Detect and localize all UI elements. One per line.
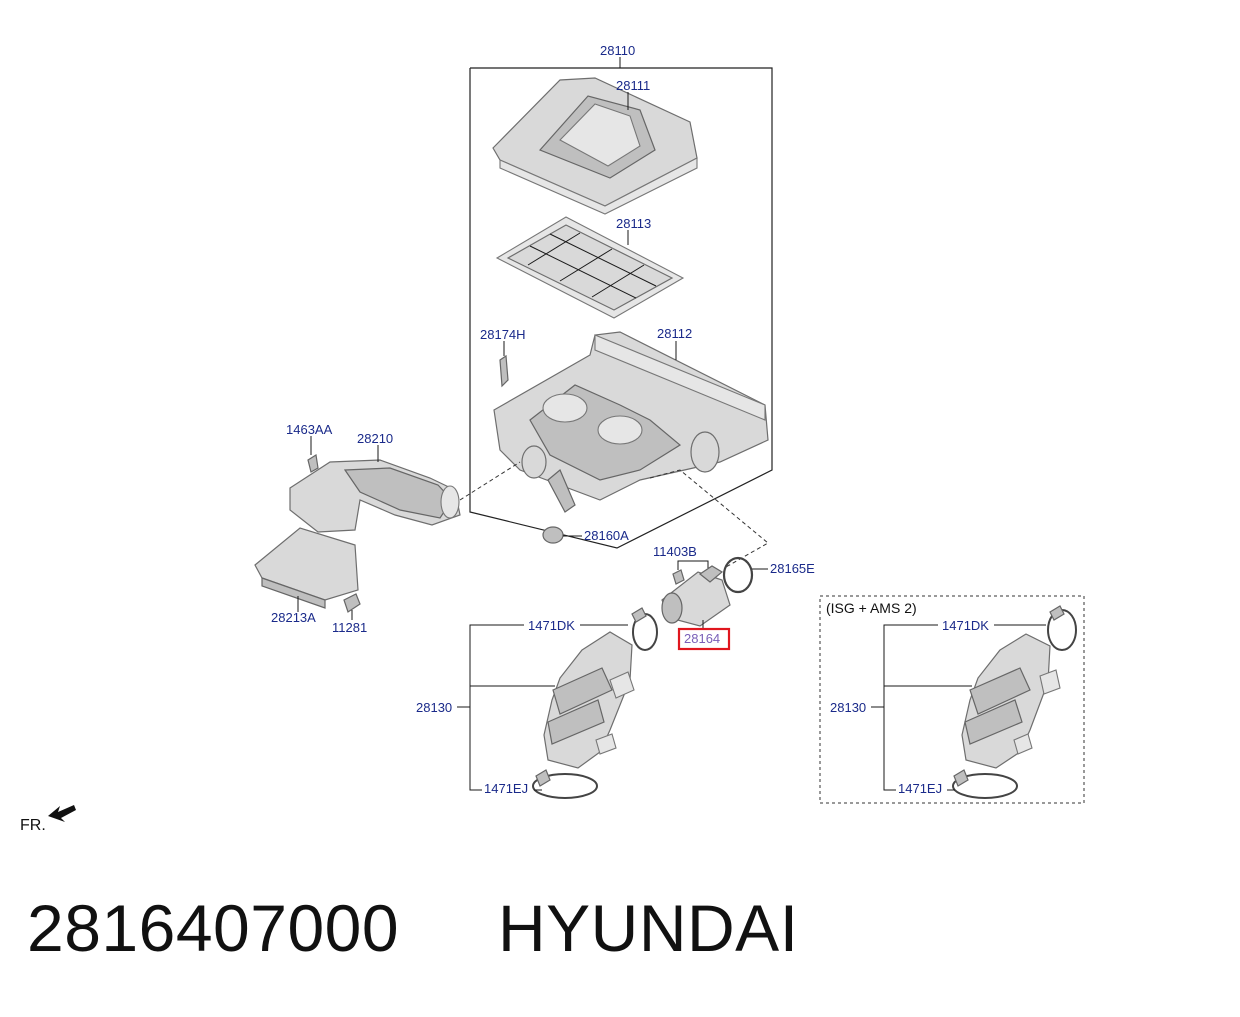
callout-1471DK[interactable]: 1471DK bbox=[528, 618, 575, 633]
callout-28174H[interactable]: 28174H bbox=[480, 327, 526, 342]
callout-28213A[interactable]: 28213A bbox=[271, 610, 316, 625]
intake-duct-28210[interactable] bbox=[289, 459, 461, 533]
clamp-1471EJ[interactable] bbox=[532, 769, 598, 799]
inset-callout-28130[interactable]: 28130 bbox=[830, 700, 866, 715]
leader-11403B bbox=[677, 560, 709, 572]
inset-clamp-1471DK[interactable] bbox=[1047, 605, 1077, 651]
inset-frame bbox=[819, 595, 1085, 804]
inset-title: (ISG + AMS 2) bbox=[826, 600, 917, 616]
screw-11403B[interactable] bbox=[672, 569, 685, 585]
callout-28113[interactable]: 28113 bbox=[616, 216, 651, 231]
dash-duct-to-body bbox=[459, 461, 521, 501]
callout-28111[interactable]: 28111 bbox=[616, 78, 650, 93]
inset-callout-1471EJ[interactable]: 1471EJ bbox=[898, 781, 942, 796]
resonator-28213A[interactable] bbox=[254, 527, 359, 609]
clip-28174H[interactable] bbox=[499, 354, 509, 388]
callout-1463AA[interactable]: 1463AA bbox=[286, 422, 333, 437]
highlight-box-28164 bbox=[677, 627, 731, 651]
inset-clamp-1471EJ[interactable] bbox=[952, 769, 1018, 799]
assembly-frame-28110 bbox=[469, 67, 773, 549]
bolt-11281[interactable] bbox=[343, 593, 361, 613]
air-flow-sensor-28164[interactable] bbox=[661, 565, 731, 627]
drain-cap-28160A[interactable] bbox=[542, 526, 564, 544]
callout-28130[interactable]: 28130 bbox=[416, 700, 452, 715]
callout-28110[interactable]: 28110 bbox=[600, 43, 635, 58]
bracket-28130 bbox=[469, 624, 524, 791]
inset-bracket-28130 bbox=[883, 624, 938, 791]
callout-28210[interactable]: 28210 bbox=[357, 431, 393, 446]
air-hose-28130[interactable] bbox=[543, 631, 635, 769]
brand-caption: HYUNDAI bbox=[498, 891, 799, 965]
callout-11403B[interactable]: 11403B bbox=[653, 544, 697, 559]
callout-1471EJ[interactable]: 1471EJ bbox=[484, 781, 528, 796]
part-number-caption: 2816407000 bbox=[27, 891, 400, 965]
callout-28164[interactable]: 28164 bbox=[684, 631, 720, 646]
air-cleaner-body-28112[interactable] bbox=[493, 331, 769, 513]
parts-diagram: 28110 28111 28113 28112 28174H 28160 bbox=[20, 43, 1085, 834]
dash-body-to-sensor bbox=[649, 469, 769, 568]
callout-11281[interactable]: 11281 bbox=[332, 620, 367, 635]
filter-element-28113[interactable] bbox=[495, 216, 685, 319]
callout-28112[interactable]: 28112 bbox=[657, 326, 692, 341]
inset-air-hose-28130[interactable] bbox=[961, 633, 1061, 769]
bolt-1463AA[interactable] bbox=[307, 454, 319, 473]
inset-callout-1471DK[interactable]: 1471DK bbox=[942, 618, 989, 633]
clamp-1471DK[interactable] bbox=[631, 607, 658, 651]
air-cleaner-cover-28111[interactable] bbox=[492, 77, 698, 215]
o-ring-28165E[interactable] bbox=[722, 556, 754, 594]
callout-28160A[interactable]: 28160A bbox=[584, 528, 629, 543]
callout-28165E[interactable]: 28165E bbox=[770, 561, 815, 576]
front-arrow-icon bbox=[48, 805, 76, 822]
front-label: FR. bbox=[20, 817, 46, 834]
